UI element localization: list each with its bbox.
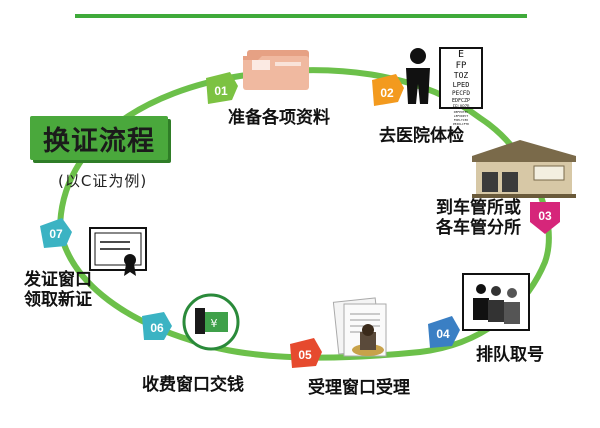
step-07-label-line-1: 发证窗口 — [24, 270, 92, 290]
badge-06-number: 06 — [150, 321, 164, 335]
badge-01-number: 01 — [214, 84, 228, 98]
step-03-label-line-1: 到车管所或 — [436, 198, 521, 218]
step-03-label-line-2: 各车管分所 — [436, 218, 521, 238]
page-title: 换证流程 — [43, 125, 155, 157]
documents-stamp-icon — [332, 297, 387, 357]
step-06-label: 收费窗口交钱 — [142, 375, 244, 395]
badge-07-number: 07 — [49, 227, 63, 241]
badge-03: 03 — [530, 202, 560, 234]
badge-01: 01 — [206, 72, 238, 104]
eye-chart-row: FP — [456, 61, 467, 71]
certificate-icon — [89, 227, 147, 276]
step-02-label: 去医院体检 — [379, 126, 464, 146]
svg-text:¥: ¥ — [211, 317, 218, 330]
step-04-label: 排队取号 — [476, 345, 544, 365]
step-07-label-line-2: 领取新证 — [24, 290, 92, 310]
eye-chart-row: PECFD — [452, 90, 470, 97]
doctor-eye-chart-icon: EFPTOZLPEDPECFDEDFCZPFELOPZDDEFPOTECLEFO… — [406, 47, 483, 126]
eye-chart-row: FELOPZD — [453, 104, 470, 109]
badge-02: 02 — [372, 74, 404, 106]
folder-icon — [243, 50, 309, 90]
eye-chart-row: PEZOLCFTD — [453, 122, 469, 126]
badge-05: 05 — [290, 338, 322, 368]
eye-chart-row: EDFCZP — [452, 98, 470, 104]
queue-people-icon — [462, 273, 530, 331]
top-rule — [75, 14, 527, 18]
badge-07: 07 — [40, 218, 72, 248]
eye-chart-letters: EFPTOZLPEDPECFDEDFCZPFELOPZDDEFPOTECLEFO… — [452, 49, 470, 126]
step-07-label: 发证窗口 领取新证 — [24, 270, 92, 310]
badge-04: 04 — [428, 316, 460, 348]
payment-yen-icon: ¥ — [182, 293, 240, 351]
step-03-label: 到车管所或 各车管分所 — [436, 198, 521, 238]
eye-chart-row: LPED — [453, 81, 470, 89]
eye-chart-row: FDPLTCEO — [454, 118, 469, 122]
title-box: 换证流程 — [30, 116, 168, 160]
badge-04-number: 04 — [436, 327, 450, 341]
eye-chart-row: LEFODPCT — [454, 114, 469, 118]
eye-chart-row: TOZ — [454, 71, 469, 80]
eye-chart-row: DEFPOTEC — [454, 110, 469, 114]
vehicle-office-building-icon — [472, 140, 576, 198]
eye-chart-row: E — [458, 49, 464, 60]
badge-06: 06 — [142, 312, 172, 340]
step-05-label: 受理窗口受理 — [308, 378, 410, 398]
badge-02-number: 02 — [380, 86, 394, 100]
page-subtitle: (以C证为例) — [58, 172, 148, 190]
badge-03-number: 03 — [538, 209, 552, 223]
badge-05-number: 05 — [298, 348, 312, 362]
step-01-label: 准备各项资料 — [228, 108, 330, 128]
